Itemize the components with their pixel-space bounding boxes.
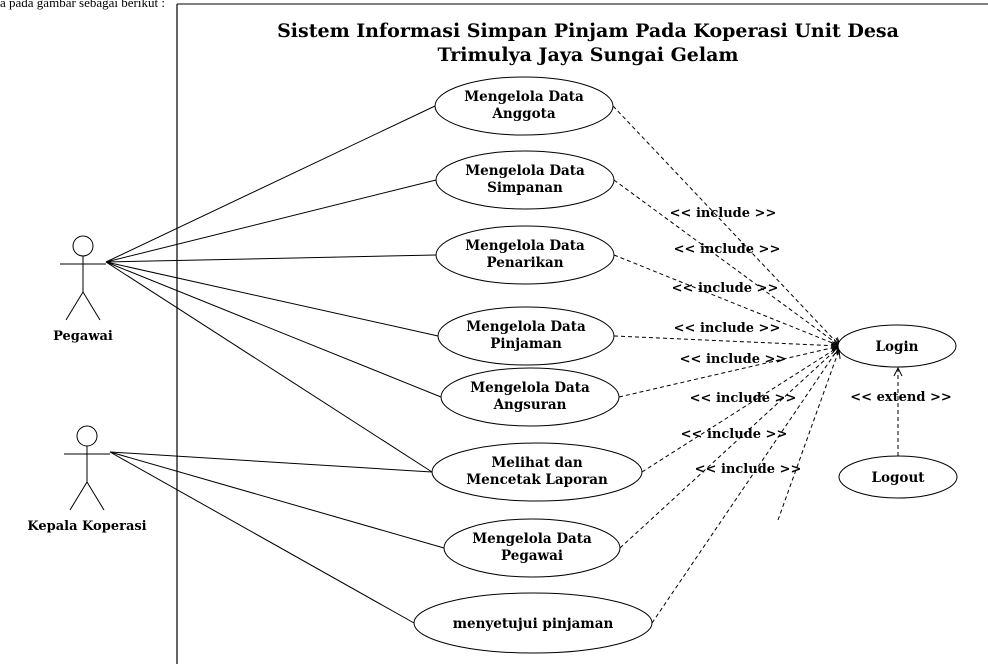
association-line (105, 261, 439, 337)
system-boundary: Sistem Informasi Simpan Pinjam Pada Kope… (176, 3, 988, 664)
include-label: << include >> (680, 352, 787, 367)
include-line (613, 254, 840, 346)
association-line (105, 261, 442, 398)
include-line (618, 346, 840, 398)
use-case-label: Login (876, 339, 919, 355)
include-label: << include >> (672, 281, 779, 296)
use-case-label: Mengelola Data (472, 531, 592, 547)
include-line (651, 346, 840, 624)
include-line (777, 350, 839, 521)
use-case-label: menyetujui pinjaman (453, 616, 614, 632)
association-line (109, 451, 445, 549)
include-label: << include >> (690, 391, 797, 406)
association-line (109, 451, 433, 473)
use-case-label: Mengelola Data (464, 89, 584, 105)
association-line (105, 261, 433, 473)
use-case-label: Melihat dan (491, 455, 582, 471)
include-label: << include >> (681, 427, 788, 442)
use-case-label: Mengelola Data (465, 163, 585, 179)
use-case-label: Pegawai (501, 548, 563, 564)
use-case-mengelola-data-simpanan: Mengelola Data Simpanan (435, 150, 615, 210)
actor-kepala-koperasi: Kepala Koperasi (27, 425, 147, 534)
include-line (612, 105, 840, 346)
actor-label-kepala-koperasi: Kepala Koperasi (27, 519, 146, 534)
use-case-label: Mengelola Data (466, 319, 586, 335)
caption-text: a pada gambar sebagai berikut : (0, 0, 165, 10)
use-case-label: Anggota (491, 106, 555, 122)
use-case-label: Angsuran (493, 397, 567, 413)
use-case-mengelola-data-angsuran: Mengelola Data Angsuran (440, 367, 620, 427)
use-case-logout: Logout (838, 455, 958, 499)
actor-label-pegawai: Pegawai (53, 329, 113, 344)
use-case-mengelola-data-pinjaman: Mengelola Data Pinjaman (437, 306, 615, 366)
use-case-label: Mengelola Data (465, 238, 585, 254)
association-line (109, 451, 415, 624)
dependency-lines (612, 105, 898, 624)
use-case-label: Simpanan (487, 180, 563, 196)
association-lines (105, 105, 445, 624)
use-case-label: Pinjaman (490, 336, 562, 352)
use-case-mengelola-data-pegawai: Mengelola Data Pegawai (443, 518, 621, 578)
extend-label: << extend >> (850, 390, 951, 405)
actor-pegawai: Pegawai (53, 235, 113, 344)
use-case-mengelola-data-anggota: Mengelola Data Anggota (434, 76, 614, 136)
include-label: << include >> (670, 206, 777, 221)
system-title-line1: Sistem Informasi Simpan Pinjam Pada Kope… (277, 20, 899, 42)
include-line (613, 335, 840, 346)
association-line (105, 179, 437, 263)
system-title-line2: Trimulya Jaya Sungai Gelam (437, 44, 738, 66)
include-line (613, 179, 840, 346)
include-label: << include >> (674, 242, 781, 257)
use-case-label: Mengelola Data (470, 380, 590, 396)
use-case-menyetujui-pinjaman: menyetujui pinjaman (413, 592, 653, 654)
include-label: << include >> (674, 321, 781, 336)
association-line (105, 105, 436, 263)
use-case-label: Penarikan (486, 255, 563, 271)
use-case-label: Logout (872, 470, 926, 486)
use-case-label: Mencetak Laporan (466, 472, 608, 488)
association-line (105, 254, 437, 263)
use-case-login: Login (837, 324, 957, 368)
include-line (619, 346, 840, 549)
use-case-melihat-dan-mencetak-laporan: Melihat dan Mencetak Laporan (431, 442, 643, 502)
use-case-mengelola-data-penarikan: Mengelola Data Penarikan (435, 225, 615, 285)
include-label: << include >> (695, 462, 802, 477)
